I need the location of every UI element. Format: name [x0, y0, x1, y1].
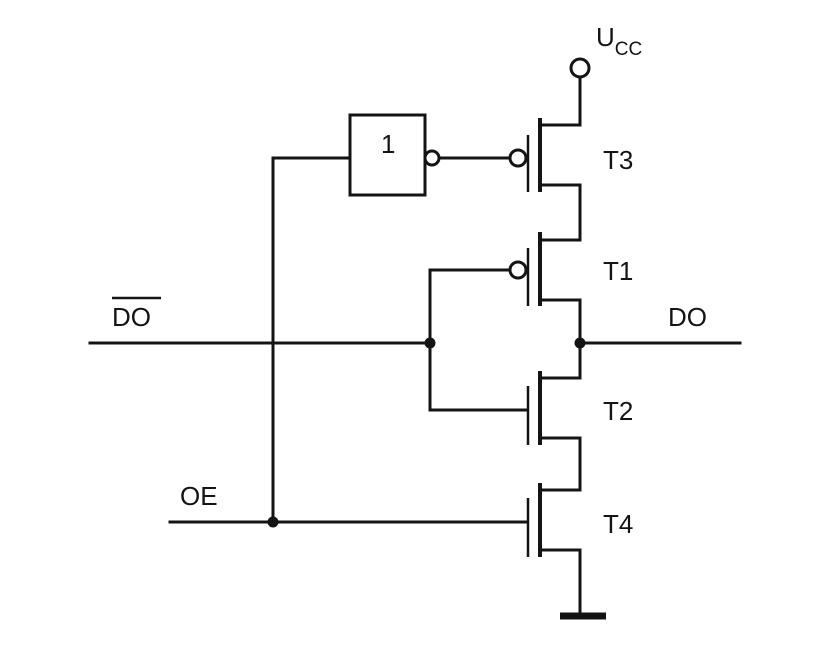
transistor-t2 [526, 371, 542, 445]
wire-do-bar-to-t1-gate [428, 268, 512, 345]
inverter-gate: 1 [348, 113, 441, 197]
wire-do-bar-to-t2-gate [428, 341, 529, 412]
ucc-terminal [569, 57, 591, 79]
transistor-t1 [508, 232, 542, 306]
t1-gate-bubble [508, 260, 528, 280]
wire-t2-to-t4 [539, 436, 582, 492]
t1-label: T1 [603, 256, 633, 286]
junction-do [574, 337, 586, 349]
wire-t1-to-t2 [539, 298, 582, 380]
junction-oe [267, 516, 279, 528]
inverter-output-bubble [423, 149, 441, 167]
oe-label: OE [180, 481, 218, 511]
t2-label: T2 [603, 396, 633, 426]
transistor-t3 [508, 118, 542, 192]
junction-do-bar [424, 337, 436, 349]
t3-gate-bubble [508, 148, 528, 168]
wire-t3-to-t1 [539, 183, 582, 242]
inverter-label: 1 [381, 129, 395, 159]
do-bar-label: DO [112, 302, 151, 332]
wire-ucc-to-t3 [539, 75, 582, 127]
wire-t4-to-ground [539, 548, 582, 614]
t4-label: T4 [603, 509, 633, 539]
t3-label: T3 [603, 145, 633, 175]
ucc-label: UCC [596, 22, 642, 60]
wire-oe-to-inverter [271, 156, 352, 524]
do-label: DO [668, 302, 707, 332]
transistor-t4 [526, 483, 542, 557]
